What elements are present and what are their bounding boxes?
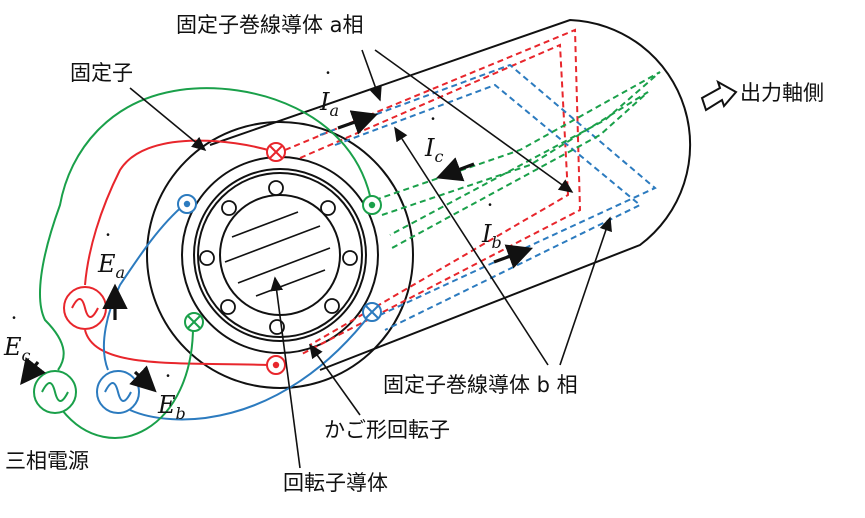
label-stator-conductor-a: 固定子巻線導体 a相 (176, 13, 364, 37)
current-arrow-b (493, 244, 534, 269)
svg-text:˙: ˙ (162, 371, 174, 399)
symbol-voltage-b: Eb ˙ (157, 371, 186, 423)
ac-voltage-source-c (33, 370, 77, 414)
label-three-phase-source: 三相電源 (5, 449, 89, 473)
rotor-slot (268, 180, 284, 196)
label-cage-rotor: かご形回転子 (324, 418, 450, 442)
symbol-current-c: Ic ˙ (424, 114, 443, 166)
svg-text:Ib: Ib (481, 220, 502, 252)
svg-text:˙: ˙ (484, 200, 496, 228)
rotor-slot (220, 299, 236, 315)
voltage-arrow-b (129, 365, 157, 393)
symbol-current-a: Ia ˙ (319, 68, 339, 120)
rotor-core-hatch (224, 211, 331, 297)
rotor-slot (342, 250, 358, 266)
phase-c-dot-marker (362, 195, 382, 215)
pointer-b-1 (394, 126, 549, 366)
ac-voltage-source-a (63, 286, 107, 330)
svg-text:˙: ˙ (322, 68, 334, 96)
svg-text:˙: ˙ (8, 313, 20, 341)
svg-text:Ia: Ia (319, 88, 339, 120)
voltage-arrow-c (20, 356, 46, 386)
rotor-slot (324, 298, 340, 314)
label-output-shaft: 出力軸側 (740, 81, 824, 105)
phase-b-dot-marker (177, 194, 197, 214)
phase-b-cross-marker (362, 302, 382, 322)
svg-text:Ic: Ic (424, 134, 443, 166)
svg-text:Ec: Ec (3, 333, 31, 365)
phase-c-conductor-loops (374, 71, 661, 249)
label-stator: 固定子 (70, 61, 133, 85)
phase-c-cross-marker (184, 312, 204, 332)
ac-voltage-source-b (96, 370, 140, 414)
current-arrows (20, 110, 534, 393)
pointer-lines (129, 49, 612, 469)
phase-c-wire (39, 87, 373, 439)
current-arrow-a (337, 110, 379, 135)
svg-text:˙: ˙ (102, 230, 114, 258)
pointer-a-2 (374, 49, 574, 193)
rotor-outer-circle (193, 168, 367, 342)
svg-text:Ea: Ea (97, 250, 125, 282)
rotor-slots (199, 180, 358, 335)
symbol-current-b: Ib ˙ (481, 200, 502, 252)
svg-text:˙: ˙ (427, 114, 439, 142)
svg-text:Eb: Eb (157, 391, 186, 423)
phase-a-dot-marker (266, 355, 286, 375)
phase-a-wire (84, 139, 276, 366)
rotor-slot (320, 200, 336, 216)
label-stator-conductor-b: 固定子巻線導体 b 相 (383, 373, 578, 397)
pointer-rotor-conductor (270, 276, 301, 469)
pointer-b-2 (559, 216, 612, 366)
current-arrow-c (436, 157, 475, 182)
label-rotor-conductor: 回転子導体 (283, 471, 388, 495)
rotor-slot (221, 200, 237, 216)
symbol-voltage-a: Ea ˙ (97, 230, 125, 282)
rotor-slot (199, 250, 215, 266)
pointer-a-1 (361, 49, 382, 102)
phase-a-conductor-loops (284, 28, 582, 356)
rotor-ring-circle (197, 172, 363, 338)
stator-outer-circle (146, 121, 414, 389)
symbol-voltage-c: Ec ˙ (3, 313, 31, 365)
hollow-arrow-icon (700, 79, 738, 112)
pointer-stator (129, 87, 207, 152)
pointer-cage (309, 343, 361, 416)
phase-a-cross-marker (266, 142, 286, 162)
cylinder-outline (209, 18, 692, 371)
